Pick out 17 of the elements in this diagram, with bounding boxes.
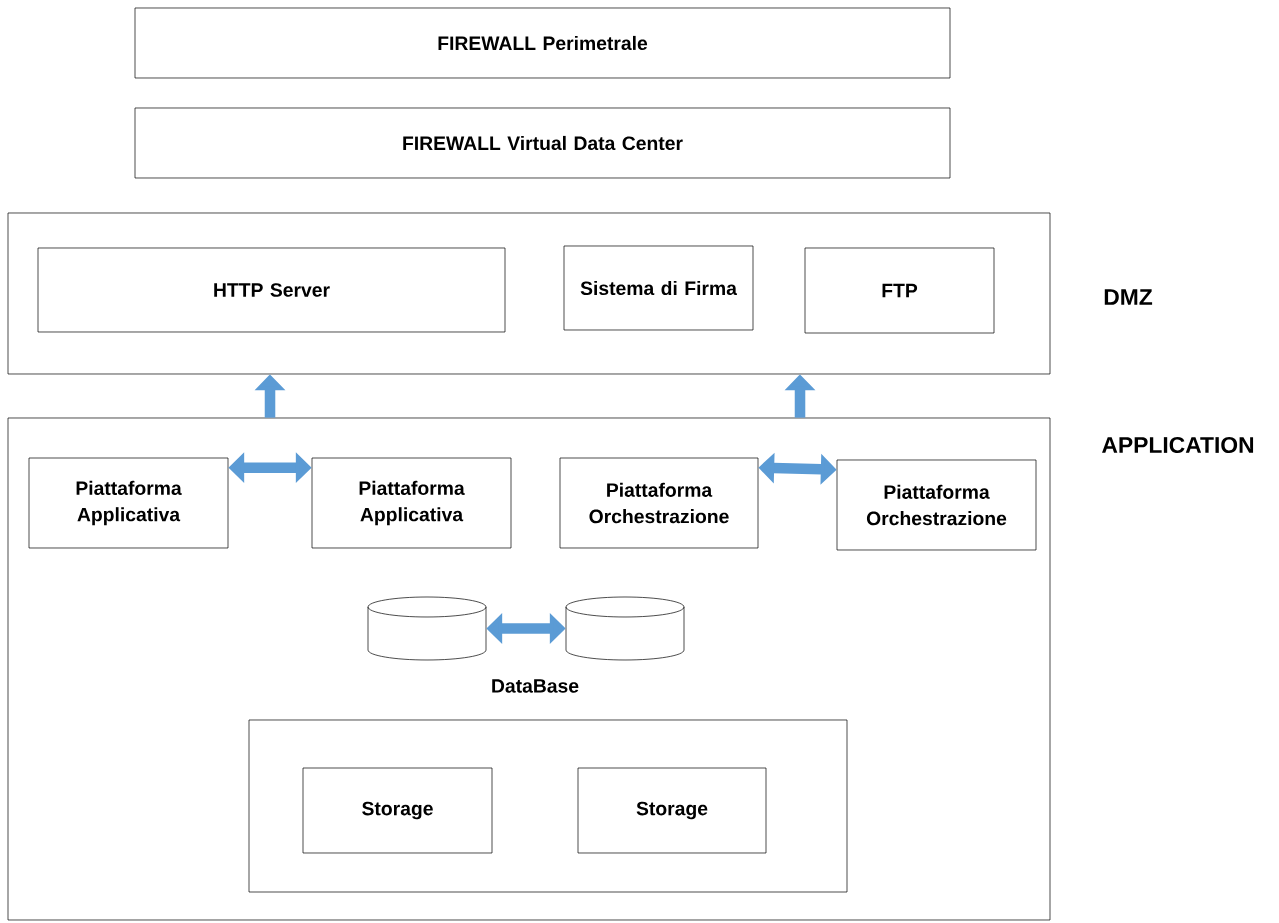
platform-box: Piattaforma Orchestrazione [559,457,759,549]
storage-box: Storage [577,767,767,854]
node-label: DMZ [1104,289,1153,305]
platform-box: Piattaforma Orchestrazione [836,459,1037,551]
database-cylinder [565,596,685,661]
firewall-box: FIREWALL Perimetrale [134,7,951,79]
node-label: APPLICATION [1102,436,1254,454]
server-box: Sistema di Firma [563,245,754,331]
server-box: FTP [804,247,995,334]
platform-box: Piattaforma Applicativa [28,457,229,549]
firewall-box: FIREWALL Virtual Data Center [134,107,951,179]
platform-box: Piattaforma Applicativa [311,457,512,549]
database-cylinder [367,596,487,661]
database-label: DataBase [492,679,579,693]
storage-area-box [248,719,848,893]
server-box: HTTP Server [37,247,506,333]
storage-box: Storage [302,767,493,854]
